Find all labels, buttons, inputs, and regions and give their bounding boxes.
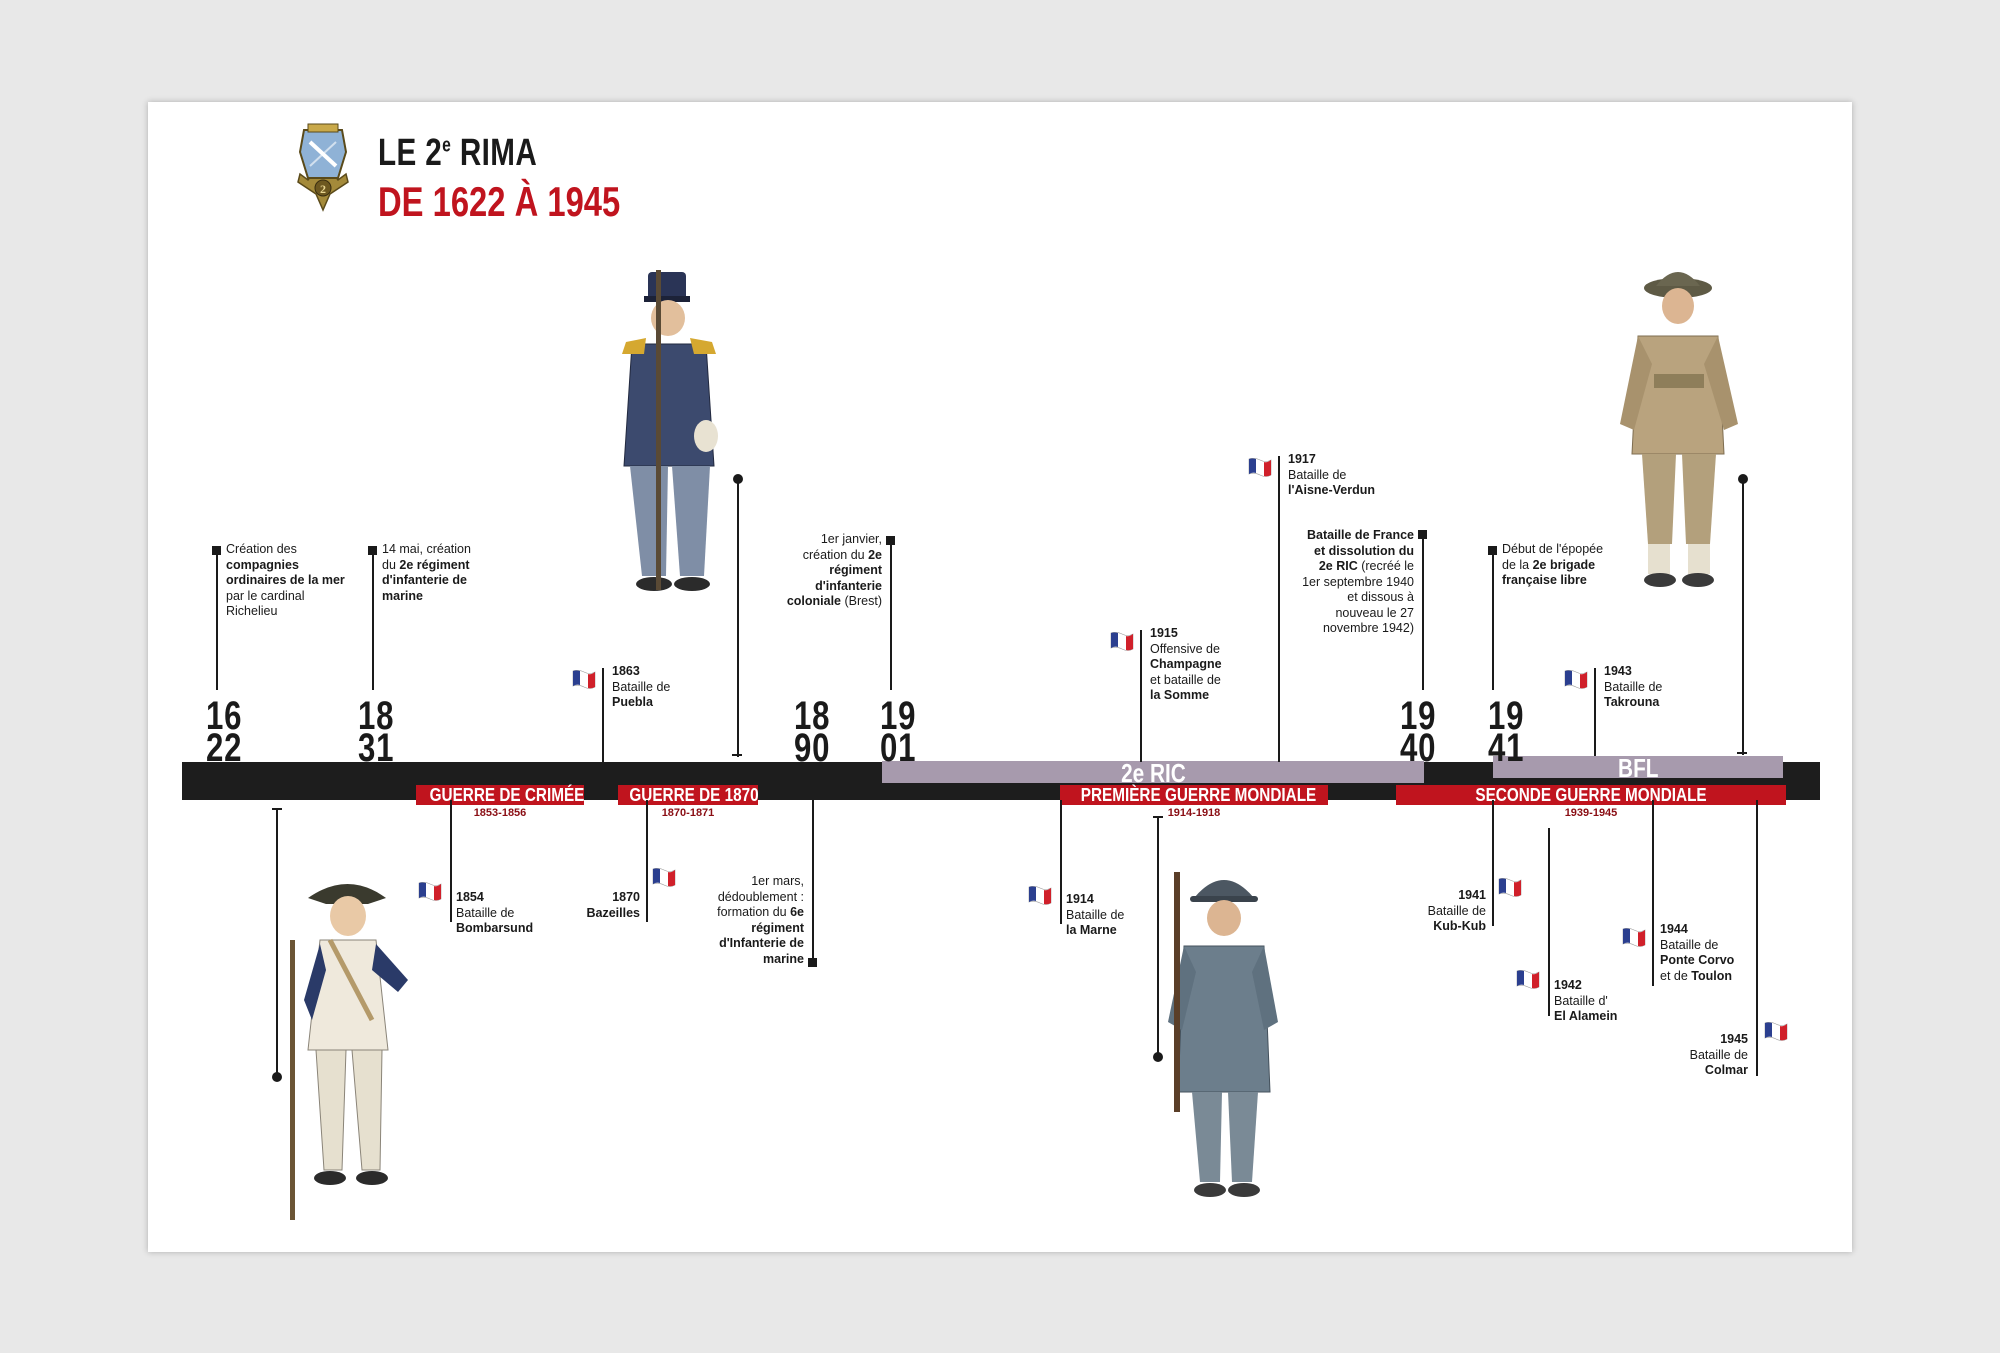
event-1622-text: Création des compagnies ordinaires de la… xyxy=(226,542,345,618)
event-line xyxy=(1548,828,1550,1016)
war-pgm-label: PREMIÈRE GUERRE MONDIALE xyxy=(1060,785,1328,805)
french-flag-icon xyxy=(652,867,676,888)
event-line xyxy=(646,800,648,922)
event-line xyxy=(812,800,814,962)
soldier-1622-figure xyxy=(290,884,408,1220)
war-sgm-dates: 1939-1945 xyxy=(1564,807,1618,819)
french-flag-icon xyxy=(1516,969,1540,990)
french-flag-icon xyxy=(572,669,596,690)
french-flag-icon xyxy=(1564,669,1588,690)
pin-line xyxy=(1157,816,1159,1056)
page-title: LE 2e RIMA xyxy=(378,132,538,174)
event-line xyxy=(602,668,604,762)
pin-line xyxy=(276,808,278,1076)
event-1901-text: 1er janvier, création du 2e régiment d'i… xyxy=(786,532,882,608)
french-flag-icon xyxy=(1764,1021,1788,1042)
event-1890-text: 1er mars, dédoublement : formation du 6e… xyxy=(717,874,804,966)
event-line xyxy=(1278,456,1280,762)
band-2e-ric: 2e RIC xyxy=(882,760,1424,786)
event-1940-text: Bataille de France et dissolution du 2e … xyxy=(1302,528,1414,635)
event-line xyxy=(450,800,452,922)
soldier-1870-figure xyxy=(622,270,718,591)
event-line xyxy=(1422,534,1424,690)
regiment-badge-icon: 2 xyxy=(297,123,349,212)
event-marker xyxy=(808,958,817,967)
event-line xyxy=(1756,800,1758,1076)
war-pgm-dates: 1914-1918 xyxy=(1167,807,1221,819)
timeline-page: 2 LE 2e RIMA DE 1622 À 1945 2e RIC BFL G… xyxy=(148,102,1852,1252)
war-1870-dates: 1870-1871 xyxy=(661,807,715,819)
page-subtitle: DE 1622 À 1945 xyxy=(378,178,621,225)
french-flag-icon xyxy=(418,881,442,902)
event-line xyxy=(1060,800,1062,924)
war-crimee-label: GUERRE DE CRIMÉE xyxy=(416,785,584,805)
event-line xyxy=(216,550,218,690)
event-1831-text: 14 mai, création du 2e régiment d'infant… xyxy=(382,542,471,603)
event-line xyxy=(1652,800,1654,986)
event-1941-bfl-text: Début de l'épopée de la 2e brigade franç… xyxy=(1502,542,1604,587)
event-line xyxy=(372,550,374,690)
french-flag-icon xyxy=(1028,885,1052,906)
soldier-1940-figure xyxy=(1620,272,1738,587)
pin-tick xyxy=(1737,752,1747,754)
war-1870-label: GUERRE DE 1870 xyxy=(618,785,759,805)
event-line xyxy=(1492,550,1494,690)
war-crimee-dates: 1853-1856 xyxy=(473,807,527,819)
pin-dot xyxy=(1153,1052,1163,1062)
war-sgm-label: SECONDE GUERRE MONDIALE xyxy=(1396,785,1786,805)
pin-tick xyxy=(732,754,742,756)
pin-line xyxy=(737,479,739,757)
french-flag-icon xyxy=(1622,927,1646,948)
event-line xyxy=(890,540,892,690)
pin-dot xyxy=(272,1072,282,1082)
event-line xyxy=(1492,800,1494,926)
band-bfl: BFL xyxy=(1493,755,1783,781)
pin-line xyxy=(1742,479,1744,755)
event-line xyxy=(1594,668,1596,756)
french-flag-icon xyxy=(1110,631,1134,652)
event-line xyxy=(1140,630,1142,762)
french-flag-icon xyxy=(1498,877,1522,898)
svg-text:2: 2 xyxy=(320,182,326,196)
french-flag-icon xyxy=(1248,457,1272,478)
soldier-1914-figure xyxy=(1168,872,1278,1197)
